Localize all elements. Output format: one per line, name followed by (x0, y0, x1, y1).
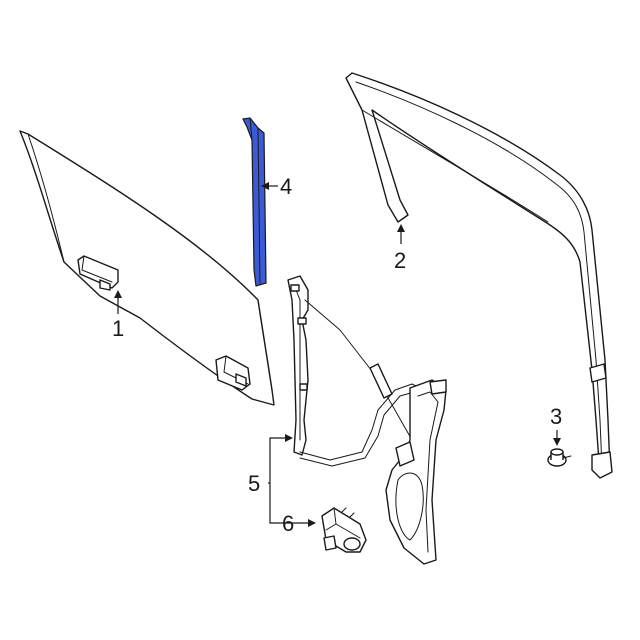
callout-1: 1 (112, 290, 124, 341)
regulator-motor[interactable] (321, 507, 367, 553)
callout-4: 4 (261, 174, 292, 199)
callout-2-label: 2 (394, 248, 406, 273)
callout-5-label: 5 (248, 471, 260, 496)
callout-2: 2 (394, 224, 406, 273)
callout-6-label: 6 (282, 511, 294, 536)
door-frame-channel[interactable] (345, 72, 613, 479)
window-regulator[interactable] (287, 275, 447, 565)
door-glass[interactable] (19, 130, 275, 406)
callout-4-label: 4 (280, 174, 292, 199)
callout-3: 3 (550, 404, 562, 446)
callout-5: 5 (248, 434, 316, 527)
highlighted-run-channel[interactable] (242, 117, 267, 287)
callout-3-label: 3 (550, 404, 562, 429)
clip-fastener[interactable] (547, 448, 572, 467)
callout-6: 6 (282, 511, 294, 536)
callout-1-label: 1 (112, 316, 124, 341)
